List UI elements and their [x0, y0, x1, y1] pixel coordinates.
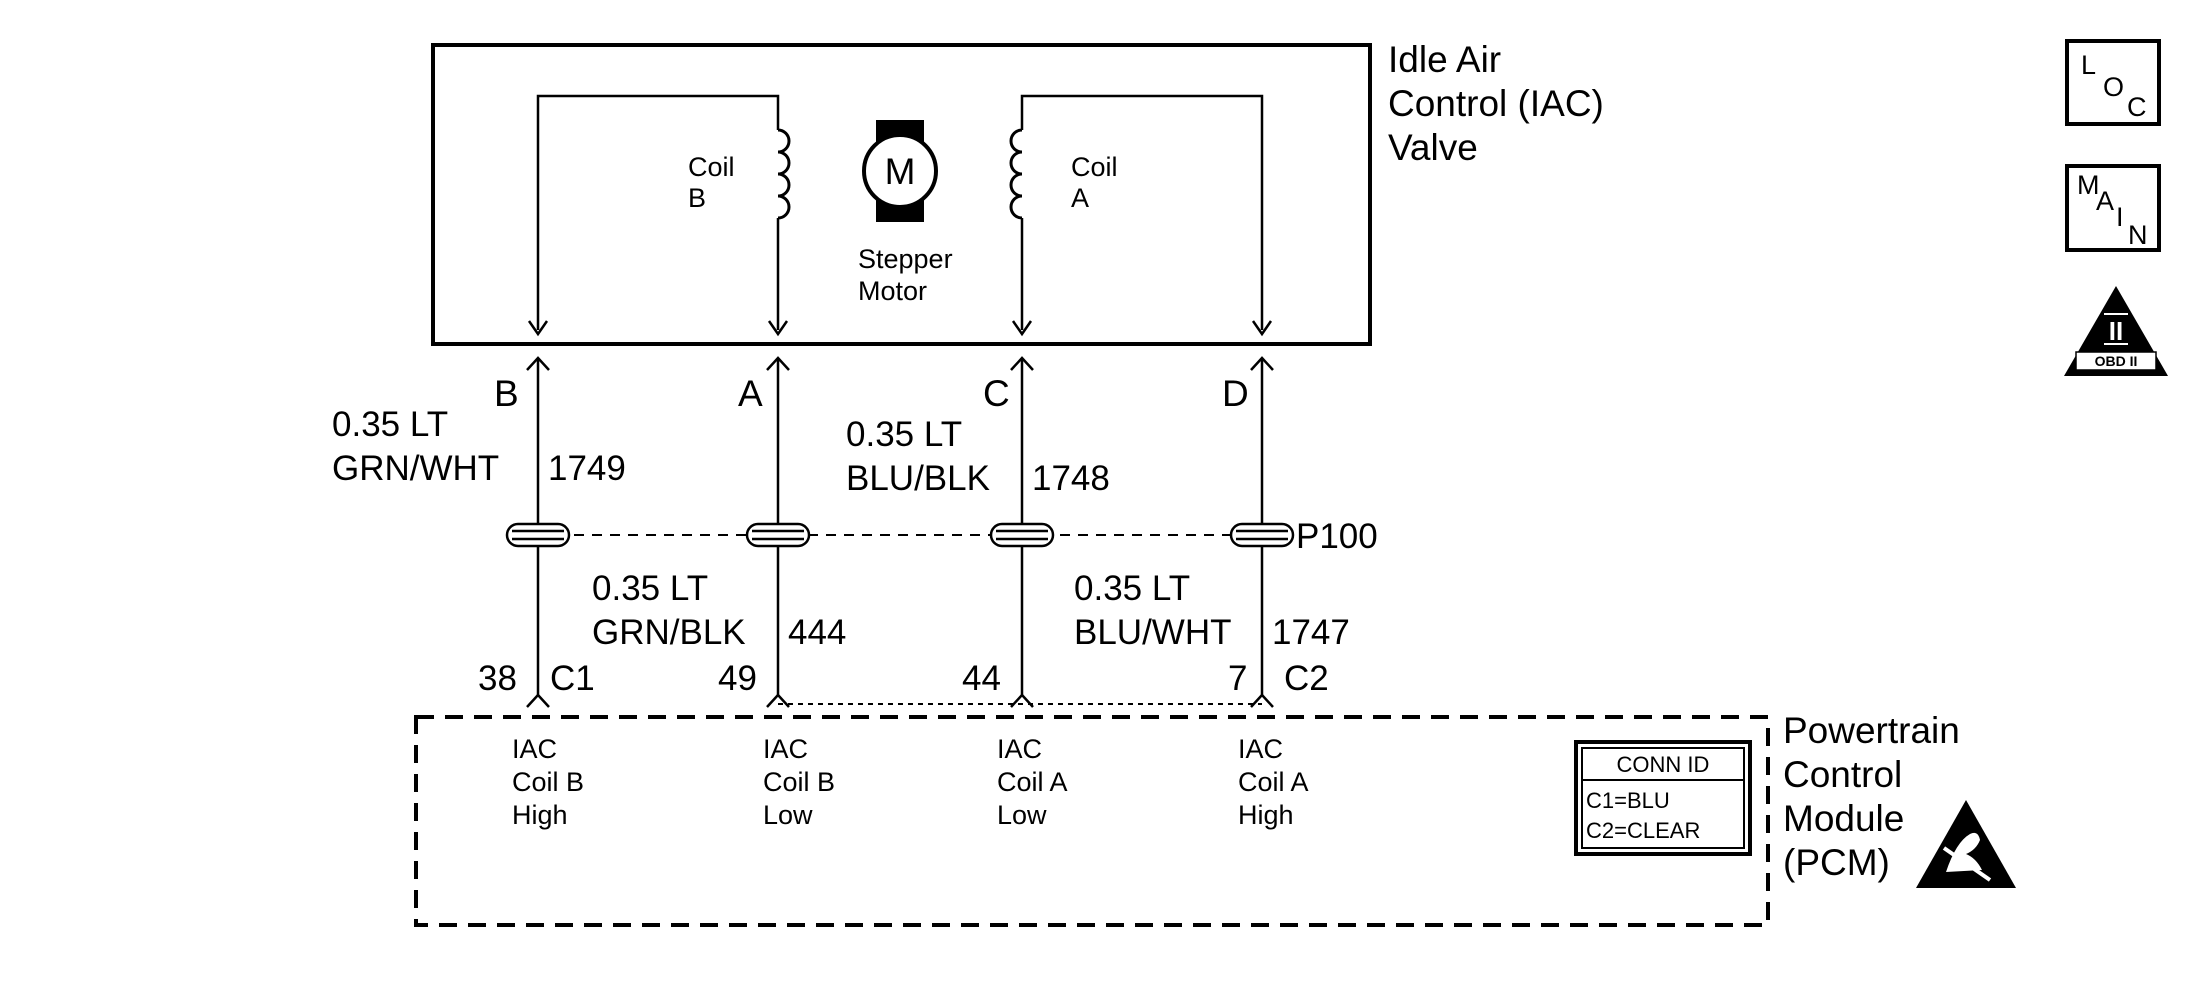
- pcm-fn-3-line3: Low: [997, 800, 1047, 830]
- valve-terminal-b: B: [494, 373, 519, 414]
- valve-terminal-a: A: [738, 373, 763, 414]
- stepper-motor-label-1: Stepper: [858, 244, 953, 274]
- loc-icon-o: O: [2103, 72, 2124, 102]
- main-icon-a: A: [2096, 186, 2114, 216]
- pcm-pin-49: 49: [718, 659, 757, 698]
- wire-1749-gauge: 0.35 LT: [332, 405, 448, 444]
- pcm-fn-4-line2: Coil A: [1238, 767, 1309, 797]
- conn-id-c1: C1=BLU: [1586, 788, 1670, 813]
- wire-1748-gauge: 0.35 LT: [846, 415, 962, 454]
- pcm-title-1: Powertrain: [1783, 710, 1960, 751]
- coil-b-label-1: Coil: [688, 152, 735, 182]
- conn-id-c2: C2=CLEAR: [1586, 818, 1700, 843]
- pcm-fn-4-line3: High: [1238, 800, 1294, 830]
- wire-1748-color: BLU/BLK: [846, 459, 990, 498]
- stepper-motor-icon: M: [862, 120, 938, 222]
- pcm-pin-38: 38: [478, 659, 517, 698]
- pcm-fn-2-line1: IAC: [763, 734, 808, 764]
- iac-title-2: Control (IAC): [1388, 83, 1604, 124]
- pcm-pin-44: 44: [962, 659, 1001, 698]
- pcm-harness-terminals: [526, 693, 1274, 708]
- coil-b-label-2: B: [688, 183, 706, 213]
- pcm-fn-4-line1: IAC: [1238, 734, 1283, 764]
- pcm-box: [414, 715, 1770, 927]
- wire-1749-color: GRN/WHT: [332, 449, 499, 488]
- valve-harness-terminals: [526, 356, 1274, 371]
- pcm-title-3: Module: [1783, 798, 1904, 839]
- coil-a-label-1: Coil: [1071, 152, 1118, 182]
- wire-444-circuit: 444: [788, 613, 846, 652]
- loc-icon: L O C: [2065, 39, 2161, 126]
- valve-terminal-c: C: [983, 373, 1010, 414]
- coil-b-symbol: [777, 128, 791, 220]
- pcm-fn-3-line2: Coil A: [997, 767, 1068, 797]
- conn-id-header: CONN ID: [1617, 752, 1710, 777]
- pcm-title-4: (PCM): [1783, 842, 1890, 883]
- iac-title-1: Idle Air: [1388, 39, 1501, 80]
- conn-id-box: CONN ID C1=BLU C2=CLEAR: [1574, 740, 1752, 856]
- motor-symbol: M: [885, 151, 916, 192]
- loc-icon-l: L: [2081, 50, 2096, 80]
- p100-label: P100: [1296, 517, 1378, 556]
- coil-a-symbol: [1009, 128, 1023, 220]
- obd-ii-icon: II OBD II: [2064, 286, 2168, 376]
- main-icon-m: M: [2077, 170, 2100, 200]
- stepper-motor-label-2: Motor: [858, 276, 927, 306]
- wire-1748-circuit: 1748: [1032, 459, 1110, 498]
- obd-ii-numeral: II: [2109, 316, 2123, 346]
- wire-444-color: GRN/BLK: [592, 613, 746, 652]
- wire-1747-circuit: 1747: [1272, 613, 1350, 652]
- valve-terminal-d: D: [1222, 373, 1249, 414]
- valve-terminal-arrows: [527, 320, 1273, 337]
- iac-title-3: Valve: [1388, 127, 1478, 168]
- wire-1749-circuit: 1749: [548, 449, 626, 488]
- pcm-title-2: Control: [1783, 754, 1902, 795]
- pcm-connector-c1: C1: [550, 659, 595, 698]
- p100-connector-pin-lines: [512, 529, 1288, 541]
- wire-1747-color: BLU/WHT: [1074, 613, 1232, 652]
- pcm-fn-2-line2: Coil B: [763, 767, 835, 797]
- iac-valve-box: [431, 43, 1372, 346]
- obd-ii-label: OBD II: [2095, 353, 2138, 369]
- loc-icon-c: C: [2127, 92, 2147, 122]
- pcm-pin-7: 7: [1228, 659, 1247, 698]
- wire-1747-gauge: 0.35 LT: [1074, 569, 1190, 608]
- main-icon-n: N: [2128, 220, 2148, 250]
- iac-internal-wiring: [536, 94, 1264, 330]
- p100-connector-pins: [505, 522, 1295, 548]
- pcm-fn-1-line3: High: [512, 800, 568, 830]
- coil-a-label-2: A: [1071, 183, 1089, 213]
- pcm-fn-1-line1: IAC: [512, 734, 557, 764]
- main-icon-i: I: [2116, 202, 2124, 232]
- esd-sensitive-icon: [1916, 800, 2016, 888]
- pcm-fn-3-line1: IAC: [997, 734, 1042, 764]
- pcm-fn-1-line2: Coil B: [512, 767, 584, 797]
- main-icon: M A I N: [2065, 164, 2161, 252]
- pcm-connector-c2: C2: [1284, 659, 1329, 698]
- wire-444-gauge: 0.35 LT: [592, 569, 708, 608]
- pcm-fn-2-line3: Low: [763, 800, 813, 830]
